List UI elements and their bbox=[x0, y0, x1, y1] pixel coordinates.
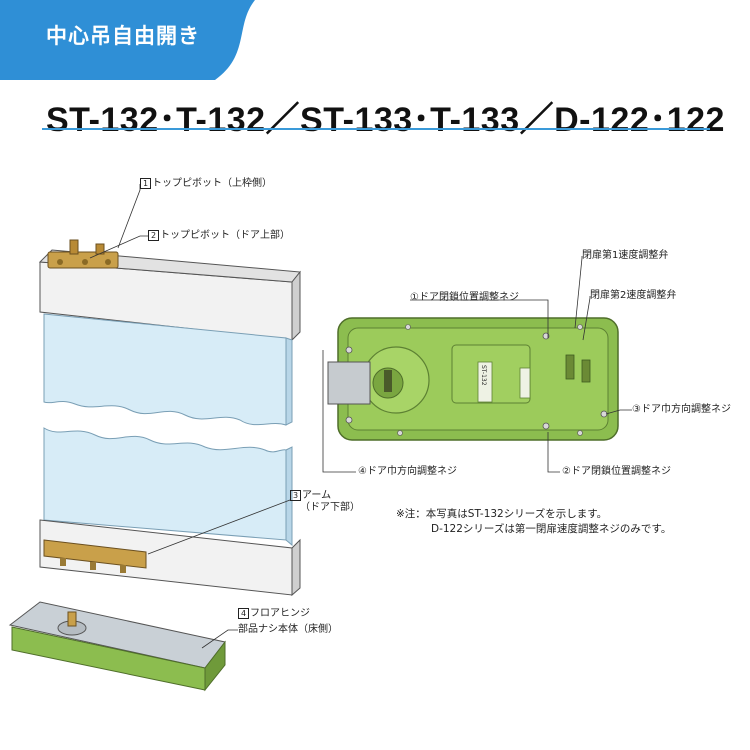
title-divider bbox=[42, 128, 710, 130]
floor-hinge-small bbox=[8, 601, 226, 692]
note-line-2: D-122シリーズは第一閉扉速度調整ネジのみです。 bbox=[431, 523, 672, 535]
label-arm-sub: （ドア下部） bbox=[300, 502, 360, 513]
unit-model-plate: ST-132 bbox=[480, 365, 487, 386]
category-banner bbox=[0, 0, 255, 80]
door-lower bbox=[39, 427, 301, 597]
label-door-close-pos-2: ②ドア閉鎖位置調整ネジ bbox=[562, 466, 671, 477]
label-closing-speed-2: 閉扉第2速度調整弁 bbox=[590, 290, 677, 301]
label-door-width-4: ④ドア巾方向調整ネジ bbox=[358, 466, 457, 477]
label-closing-speed-1: 閉扉第1速度調整弁 bbox=[582, 250, 669, 261]
floor-hinge-unit bbox=[327, 317, 619, 441]
label-door-close-pos-1: ①ドア閉鎖位置調整ネジ bbox=[410, 292, 519, 303]
label-door-width-3: ③ドア巾方向調整ネジ bbox=[632, 404, 731, 415]
door-upper bbox=[38, 239, 301, 426]
leader-lines bbox=[89, 184, 632, 649]
model-title: ST-132･T-132／ST-133･T-133／D-122･122 bbox=[46, 101, 725, 139]
label-floor-hinge-sub: 部品ナシ本体（床側） bbox=[238, 624, 338, 635]
category-title: 中心吊自由開き bbox=[46, 24, 200, 48]
note-line-1: ※注：本写真はST-132シリーズを示します。 bbox=[396, 508, 608, 520]
arm-brass bbox=[43, 539, 147, 569]
